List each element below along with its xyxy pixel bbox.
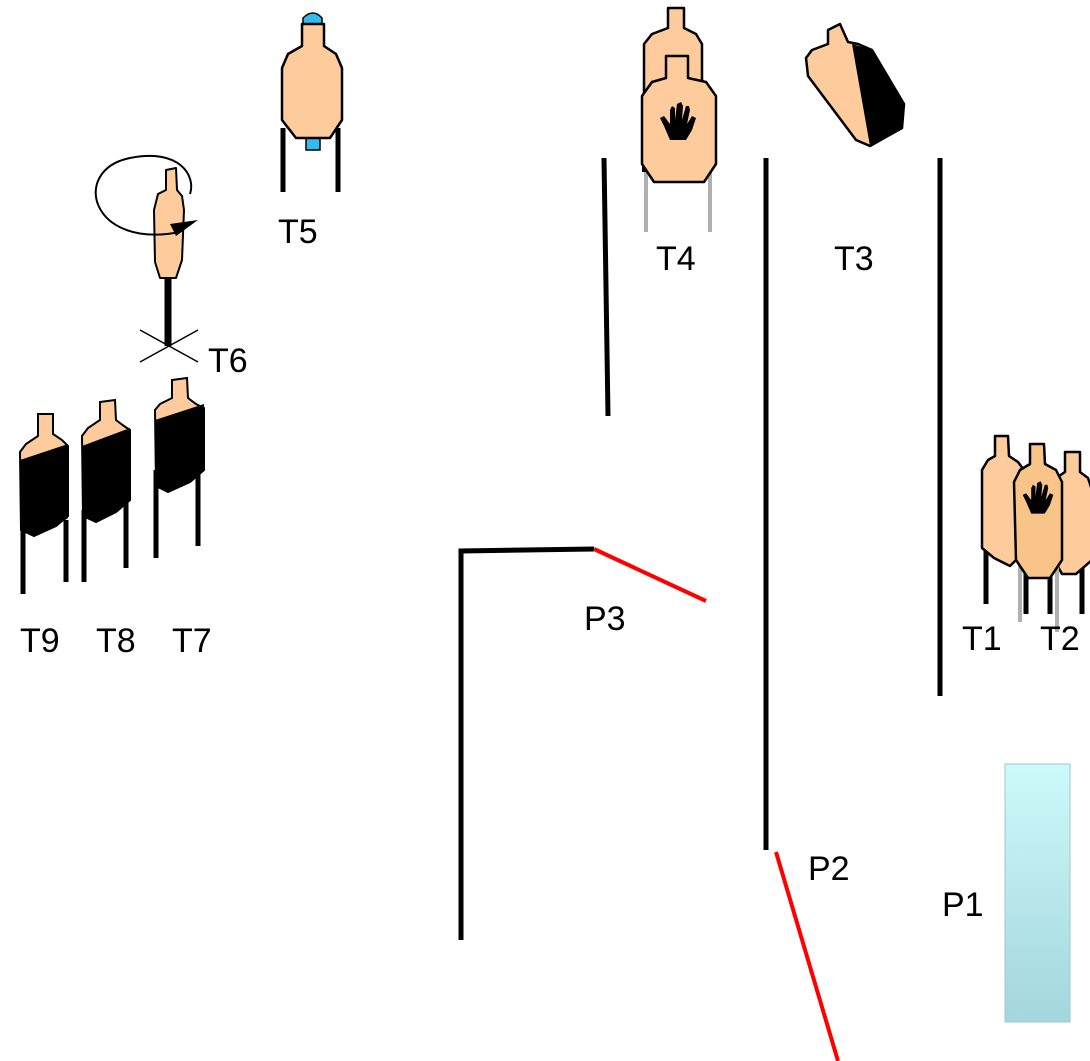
label-p1: P1 [942, 886, 984, 924]
label-t1: T1 [962, 620, 1002, 658]
target-t9 [18, 413, 69, 594]
wall-l-shape [458, 546, 595, 940]
hand-icon [660, 102, 696, 140]
wall-left [601, 157, 611, 417]
label-t3: T3 [834, 240, 874, 278]
position-box-p1 [1004, 763, 1071, 1023]
fault-line-p3 [593, 547, 707, 603]
label-t6: T6 [208, 342, 248, 380]
target-t7 [153, 376, 205, 558]
label-t9: T9 [20, 622, 60, 660]
label-t8: T8 [96, 622, 136, 660]
hand-icon [1022, 481, 1054, 514]
label-t2: T2 [1040, 620, 1080, 658]
label-t4: T4 [656, 240, 696, 278]
target-t8 [80, 398, 131, 582]
target-t3 [804, 22, 906, 148]
pivot-x-icon [139, 329, 199, 363]
target-t4 [640, 6, 718, 232]
rotation-arrow-icon [94, 155, 198, 236]
label-t7: T7 [172, 622, 212, 660]
target-t5 [280, 12, 344, 192]
label-p3: P3 [584, 600, 626, 638]
no-shoot-t1-t2 [1012, 442, 1064, 632]
target-t6 [94, 155, 199, 363]
label-t5: T5 [278, 213, 318, 251]
label-p2: P2 [808, 850, 850, 888]
fault-line-p2 [774, 851, 840, 1061]
